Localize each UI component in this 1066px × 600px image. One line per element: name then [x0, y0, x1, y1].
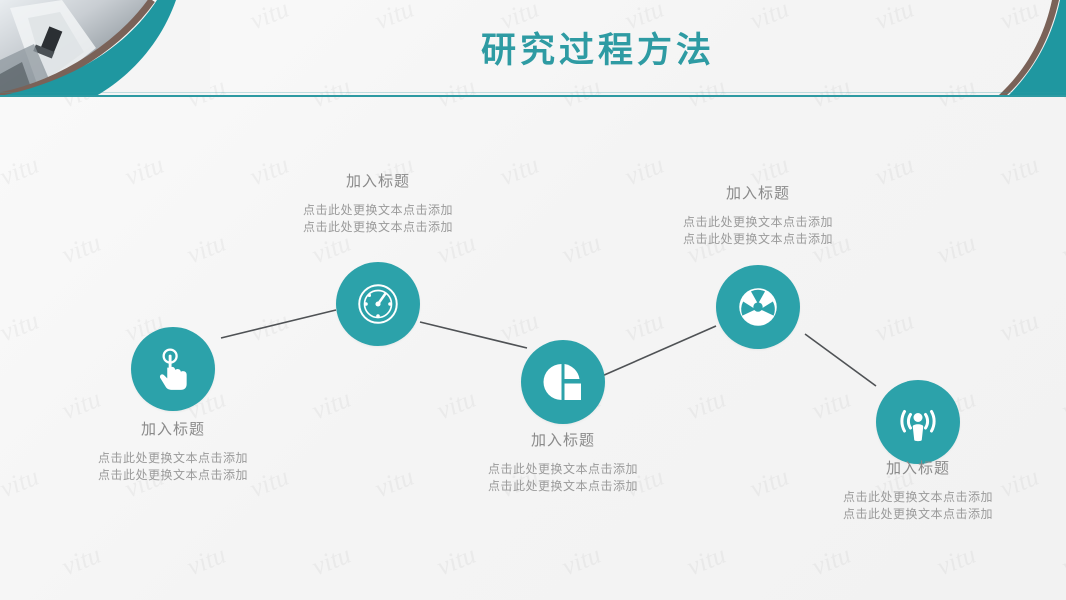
node-4-circle[interactable]: [716, 265, 800, 349]
node-3-caption: 加入标题 点击此处更换文本点击添加 点击此处更换文本点击添加: [418, 429, 708, 496]
node-2-caption: 加入标题 点击此处更换文本点击添加 点击此处更换文本点击添加: [233, 170, 523, 237]
node-2-line-2: 点击此处更换文本点击添加: [302, 220, 453, 235]
node-5-line-1: 点击此处更换文本点击添加: [842, 490, 993, 504]
node-1-title: 加入标题: [140, 420, 205, 438]
header-divider-line: [0, 95, 1066, 97]
slide-header: 研究过程方法: [0, 0, 1066, 98]
node-2-title: 加入标题: [345, 172, 410, 190]
radiation-hazard-icon: [739, 288, 777, 326]
top-left-photo-decoration: [0, 0, 210, 96]
node-5-line-2: 点击此处更换文本点击添加: [842, 507, 993, 522]
node-4-caption: 加入标题 点击此处更换文本点击添加 点击此处更换文本点击添加: [613, 182, 903, 249]
header-divider-soft: [0, 92, 1066, 93]
node-3-line-1: 点击此处更换文本点击添加: [487, 462, 638, 476]
node-1-line-2: 点击此处更换文本点击添加: [97, 468, 248, 483]
node-1-circle[interactable]: [131, 327, 215, 411]
node-2-line-1: 点击此处更换文本点击添加: [302, 203, 453, 217]
node-5-title: 加入标题: [885, 459, 950, 477]
node-4-title: 加入标题: [725, 184, 790, 202]
node-4-line-1: 点击此处更换文本点击添加: [682, 215, 833, 229]
pie-chart-icon: [543, 364, 581, 400]
node-3-title: 加入标题: [530, 431, 595, 449]
node-4-line-2: 点击此处更换文本点击添加: [682, 232, 833, 247]
top-right-teal-decoration: [916, 0, 1066, 96]
node-5-circle[interactable]: [876, 380, 960, 464]
touch-hand-icon: [159, 348, 187, 390]
node-1-caption: 加入标题 点击此处更换文本点击添加 点击此处更换文本点击添加: [28, 418, 318, 485]
page-title: 研究过程方法: [480, 31, 715, 71]
node-5-caption: 加入标题 点击此处更换文本点击添加 点击此处更换文本点击添加: [773, 457, 1063, 524]
broadcast-person-icon: [900, 410, 936, 442]
node-2-circle[interactable]: [336, 262, 420, 346]
node-3-circle[interactable]: [521, 340, 605, 424]
node-3-line-2: 点击此处更换文本点击添加: [487, 479, 638, 494]
speedometer-gauge-icon: [358, 284, 398, 324]
node-1-line-1: 点击此处更换文本点击添加: [97, 451, 248, 465]
